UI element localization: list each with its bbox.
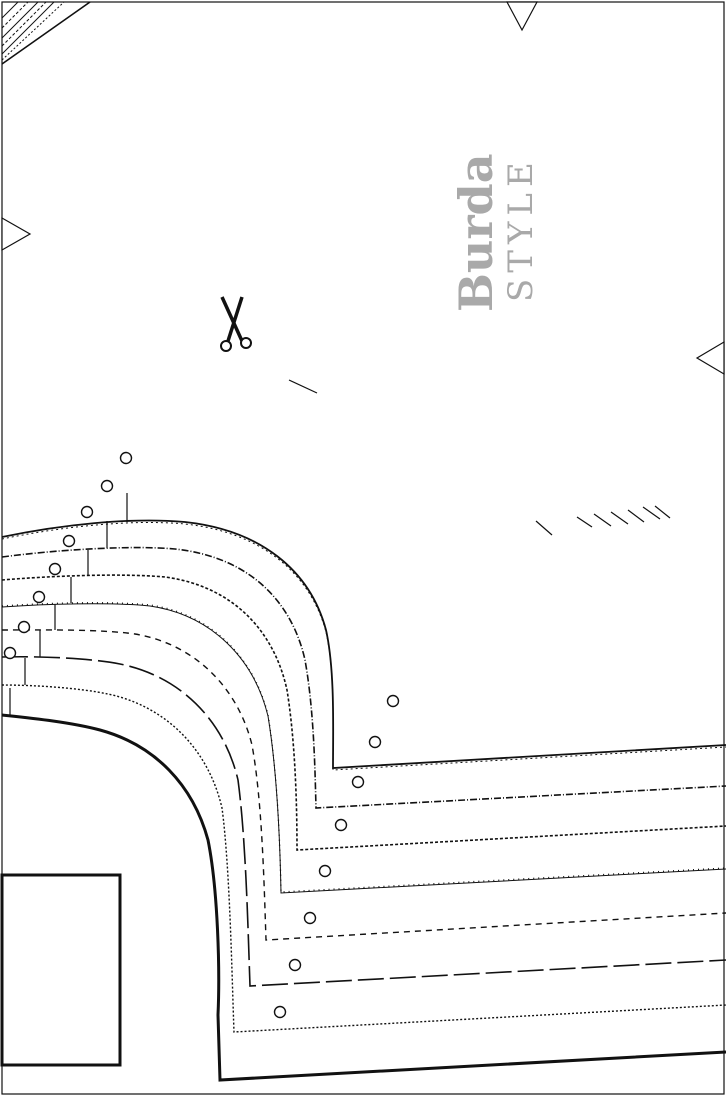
circle-marker-icon [334, 818, 348, 832]
circle-marker-icon [368, 735, 382, 749]
circle-marker-icon [80, 505, 94, 519]
circle-marker-icon [303, 911, 317, 925]
size-markers-upper [3, 451, 133, 660]
size-connector-ticks [9, 493, 128, 715]
circle-marker-icon [17, 620, 31, 634]
circle-marker-icon [62, 534, 76, 548]
circle-marker-icon [288, 958, 302, 972]
outline-size-2 [1, 546, 726, 809]
burda-style-logo: Burda STYLE [449, 153, 541, 312]
circle-marker-icon [351, 775, 365, 789]
circle-marker-icon [119, 451, 133, 465]
outline-inner-seam [1, 713, 726, 1082]
placement-box [0, 873, 122, 1067]
outline-size-5 [1, 629, 726, 941]
circle-marker-icon [318, 864, 332, 878]
grainline-ticks [288, 379, 671, 536]
circle-marker-icon [48, 562, 62, 576]
notch-triangle-icon [1, 216, 32, 252]
size-markers-lower [273, 694, 400, 1019]
circle-marker-icon [273, 1005, 287, 1019]
notch-triangle-icon [505, 1, 539, 32]
logo-style-text: STYLE [501, 156, 541, 302]
circle-marker-icon [32, 590, 46, 604]
notch-triangle-icon [695, 340, 725, 376]
outline-size-4-base [1, 603, 726, 894]
size-outlines [1, 519, 726, 1082]
circle-marker-icon [3, 646, 17, 660]
outline-size-6 [1, 655, 726, 987]
outline-size-4 [1, 602, 726, 893]
circle-marker-icon [386, 694, 400, 708]
scissors-icon [220, 296, 252, 352]
outline-size-3 [1, 574, 726, 851]
outline-size-1 [1, 519, 726, 769]
logo-burda-text: Burda [449, 153, 503, 312]
outline-size-7 [1, 684, 726, 1033]
circle-marker-icon [100, 479, 114, 493]
corner-hatching [1, 1, 91, 65]
